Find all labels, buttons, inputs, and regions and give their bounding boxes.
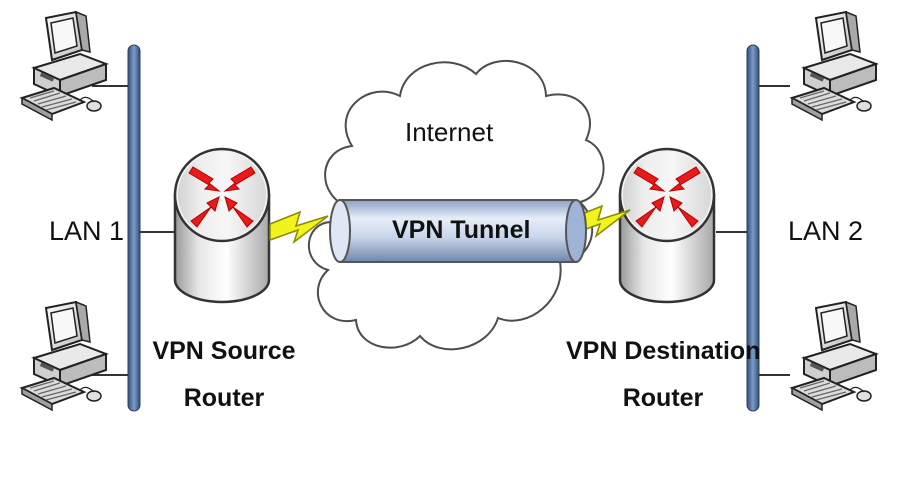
destination-router-label-line1: VPN Destination — [566, 337, 761, 365]
lan2-computer-bottom — [791, 301, 877, 411]
lan2-computer-top — [791, 11, 877, 121]
lan1-computer-top — [21, 11, 107, 121]
destination-router-label: VPN Destination Router — [566, 328, 760, 422]
source-router-label-line2: Router — [183, 384, 265, 412]
lan1-label: LAN 1 — [49, 216, 125, 246]
source-router-label: VPN Source Router — [150, 328, 298, 422]
lan1-bus — [127, 44, 141, 412]
tunnel-label: VPN Tunnel — [392, 216, 531, 244]
destination-router-icon — [618, 147, 716, 304]
lan1-computer-bottom — [21, 301, 107, 411]
lan2-label: LAN 2 — [788, 216, 864, 246]
vpn-tunnel — [329, 199, 587, 263]
internet-label: Internet — [405, 117, 494, 147]
destination-router-label-line2: Router — [622, 384, 704, 412]
source-router-icon — [173, 147, 271, 304]
lan2-bus — [746, 44, 760, 412]
source-router-label-line1: VPN Source — [152, 337, 296, 365]
